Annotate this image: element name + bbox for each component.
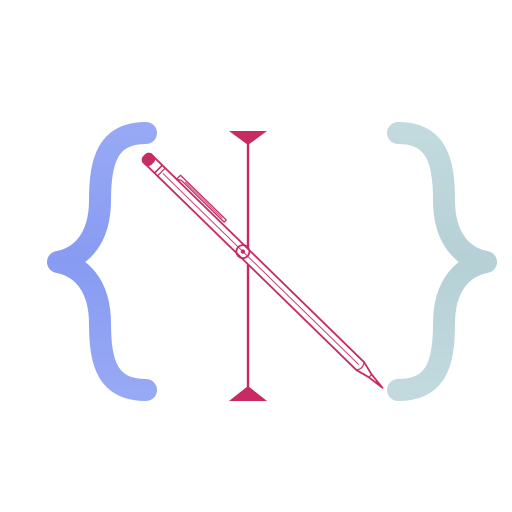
left-curly-brace-icon (47, 122, 157, 401)
right-curly-brace-icon (387, 122, 497, 401)
pencil-icon (141, 152, 384, 389)
